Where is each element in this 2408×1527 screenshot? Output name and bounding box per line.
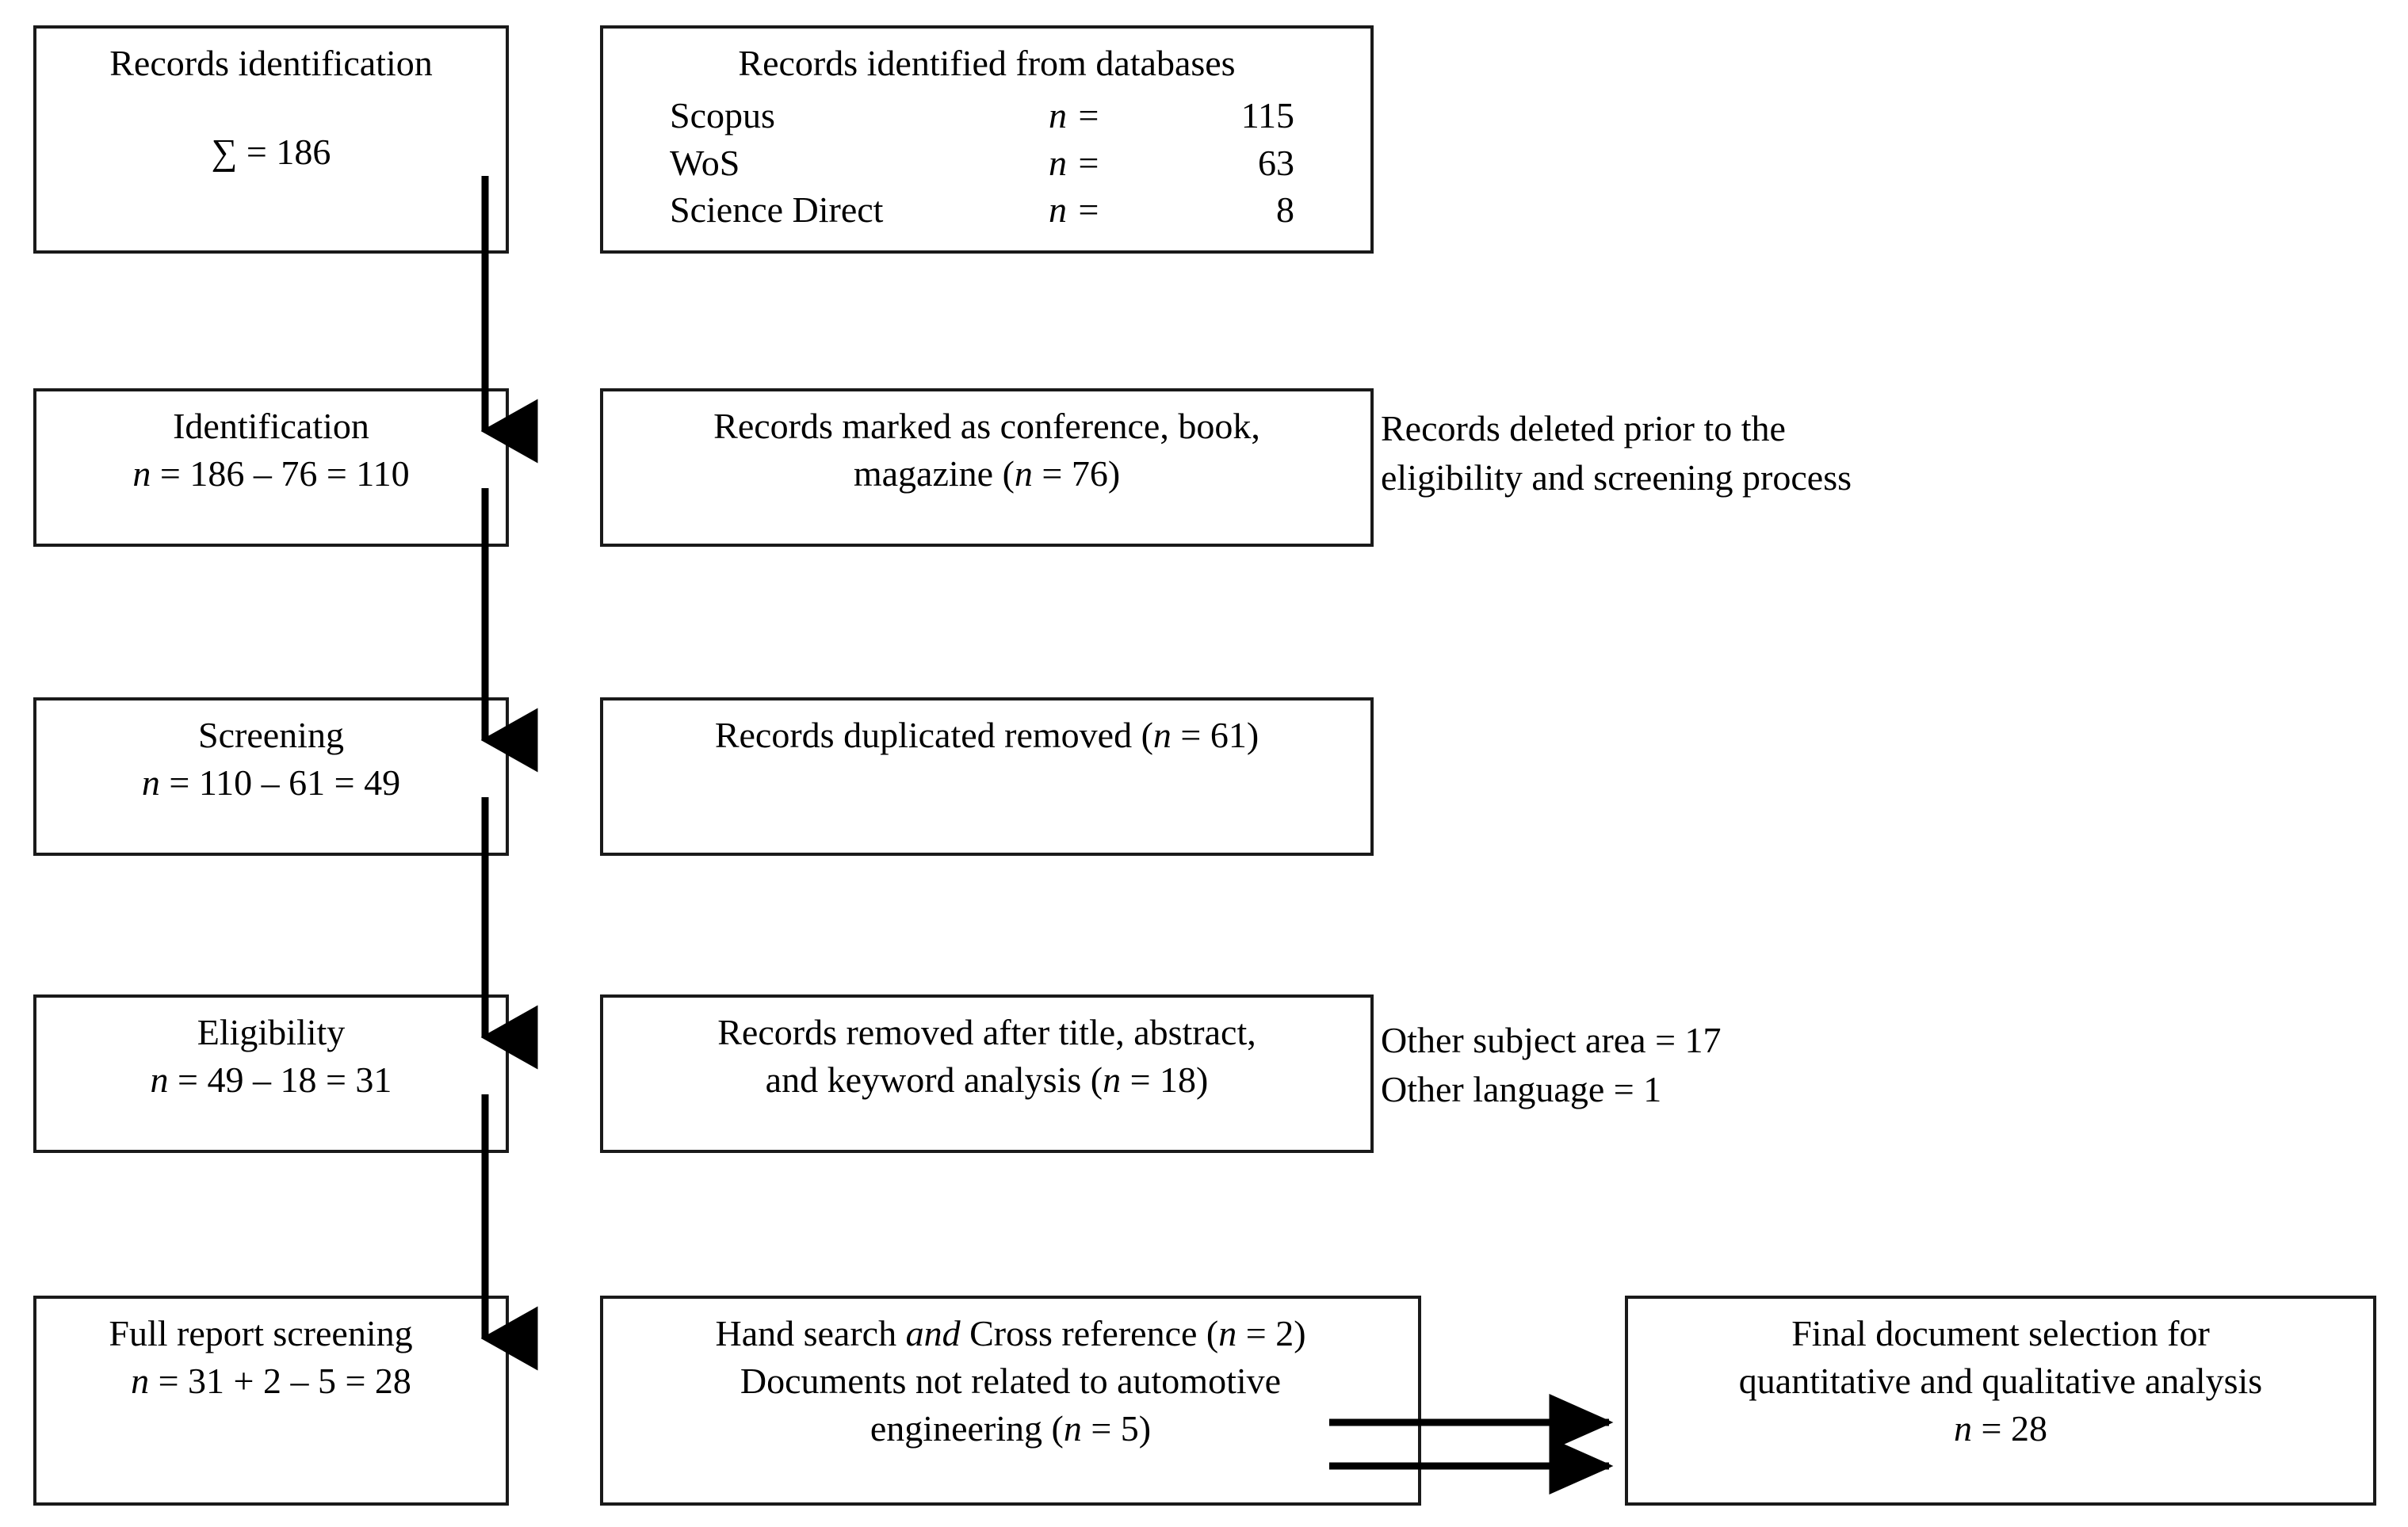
screening-equation: n = 110 – 61 = 49 [142, 759, 400, 807]
note-other-subject-area: Other subject area = 17 [1381, 1020, 1722, 1060]
note-deleted-prior-line2: eligibility and screening process [1381, 457, 1852, 498]
n-symbol: n = [1049, 189, 1101, 231]
records-databases-heading: Records identified from databases [738, 43, 1236, 83]
removed-title-abstract-line2: and keyword analysis (n = 18) [765, 1059, 1209, 1100]
n-symbol: n [1063, 1407, 1082, 1449]
n-symbol: n [1152, 715, 1172, 755]
hand-search-line2: Documents not related to automotive [740, 1360, 1282, 1401]
records-identification-total: ∑ = 186 [211, 131, 331, 172]
database-counts-table: Scopus n = 115 WoS n = 63 Science Direct… [603, 92, 1370, 234]
n-symbol: n [131, 1360, 150, 1401]
box-full-report-screening: Full report screening n = 31 + 2 – 5 = 2… [33, 1296, 509, 1506]
box-eligibility: Eligibility n = 49 – 18 = 31 [33, 994, 509, 1153]
n-symbol: n [1218, 1313, 1237, 1353]
n-symbol: n [1954, 1407, 1973, 1449]
n-symbol: n [1014, 452, 1033, 494]
full-report-equation-value: = 31 + 2 – 5 = 28 [149, 1360, 411, 1401]
hand-search-line3: engineering (n = 5) [870, 1407, 1152, 1449]
database-count: 115 [1240, 94, 1294, 136]
n-symbol: n [141, 762, 160, 803]
note-deleted-prior-line1: Records deleted prior to the [1381, 408, 1786, 449]
database-name: Scopus [670, 94, 775, 136]
box-final-document-selection: Final document selection for quantitativ… [1625, 1296, 2376, 1506]
duplicates-removed-line: Records duplicated removed (n = 61) [714, 715, 1259, 755]
screening-heading: Screening [198, 715, 344, 755]
final-selection-count: n = 28 [1954, 1407, 2047, 1449]
n-symbol: n = [1049, 94, 1101, 136]
and-italic: and [905, 1313, 961, 1353]
box-records-identified-from-databases: Records identified from databases Scopus… [600, 25, 1374, 254]
eligibility-heading: Eligibility [197, 1012, 346, 1052]
full-report-heading: Full report screening [109, 1313, 413, 1353]
database-count: 8 [1276, 189, 1294, 231]
n-symbol: n [1103, 1059, 1122, 1100]
eligibility-equation-value: = 49 – 18 = 31 [168, 1059, 392, 1100]
box-hand-search-cross-reference: Hand search and Cross reference (n = 2) … [600, 1296, 1421, 1506]
table-row: Science Direct n = 8 [603, 186, 1370, 234]
eligibility-equation: n = 49 – 18 = 31 [151, 1056, 392, 1104]
final-selection-line1: Final document selection for [1791, 1313, 2210, 1353]
identification-equation-value: = 186 – 76 = 110 [151, 452, 410, 494]
marked-types-line1: Records marked as conference, book, [713, 406, 1260, 446]
box-screening: Screening n = 110 – 61 = 49 [33, 697, 509, 856]
database-name: Science Direct [670, 189, 884, 231]
table-row: Scopus n = 115 [603, 92, 1370, 139]
note-other-exclusion-reasons: Other subject area = 17 Other language =… [1381, 1016, 1722, 1114]
screening-equation-value: = 110 – 61 = 49 [159, 762, 401, 803]
records-identification-heading: Records identification [109, 43, 433, 83]
n-symbol: n [150, 1059, 169, 1100]
box-records-identification: Records identification ∑ = 186 [33, 25, 509, 254]
identification-equation: n = 186 – 76 = 110 [132, 450, 409, 498]
removed-title-abstract-line1: Records removed after title, abstract, [717, 1012, 1256, 1052]
final-selection-line2: quantitative and qualitative analysis [1738, 1360, 2263, 1401]
full-report-equation: n = 31 + 2 – 5 = 28 [131, 1357, 411, 1405]
marked-types-line2: magazine (n = 76) [853, 452, 1121, 494]
identification-heading: Identification [173, 406, 369, 446]
box-records-duplicated-removed: Records duplicated removed (n = 61) [600, 697, 1374, 856]
full-report-heading-row: Full report screening [109, 1310, 433, 1357]
box-identification: Identification n = 186 – 76 = 110 [33, 388, 509, 547]
table-row: WoS n = 63 [603, 139, 1370, 187]
database-count: 63 [1258, 142, 1294, 183]
database-name: WoS [670, 142, 740, 183]
note-records-deleted-prior: Records deleted prior to the eligibility… [1381, 404, 1852, 502]
box-records-marked-conference-book-magazine: Records marked as conference, book, maga… [600, 388, 1374, 547]
note-other-language: Other language = 1 [1381, 1069, 1662, 1110]
box-records-removed-title-abstract-keyword: Records removed after title, abstract, a… [600, 994, 1374, 1153]
n-symbol: n [132, 452, 151, 494]
n-symbol: n = [1049, 142, 1101, 183]
hand-search-line1: Hand search and Cross reference (n = 2) [715, 1313, 1306, 1353]
